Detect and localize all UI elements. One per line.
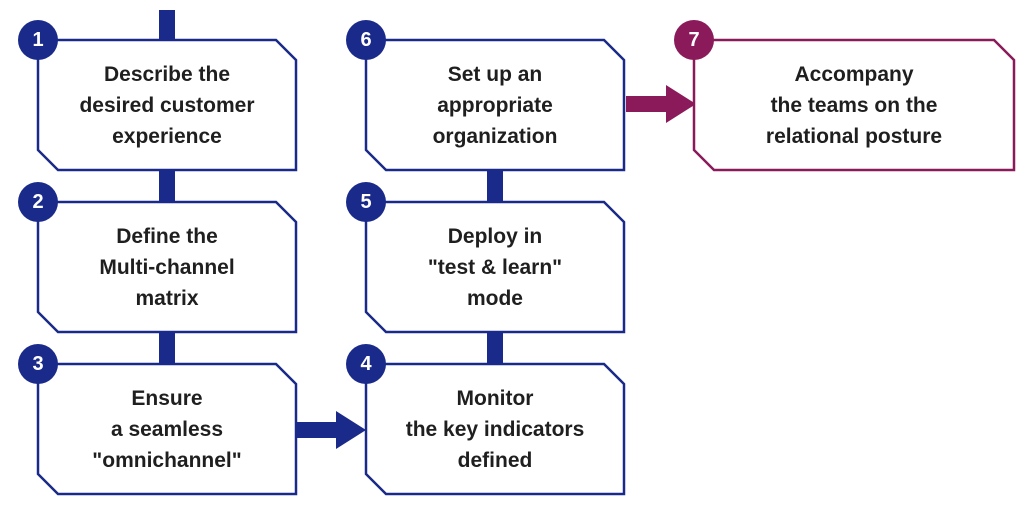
step-label-line: Deploy in bbox=[447, 224, 543, 248]
step-label-line: Accompany bbox=[794, 62, 914, 86]
step-label-7: Accompany the teams on the relational post… bbox=[694, 40, 1014, 170]
arrow-3-to-4 bbox=[296, 411, 366, 449]
step-label-line: "omnichannel" bbox=[92, 448, 242, 472]
step-box-1 bbox=[36, 38, 298, 172]
step-label-line: Ensure bbox=[131, 386, 203, 410]
step-label-line: Set up an bbox=[447, 62, 543, 86]
step-label-line: Describe the bbox=[103, 62, 231, 86]
step-label-line: a seamless bbox=[110, 417, 224, 441]
step-badge-7 bbox=[674, 20, 714, 60]
step-label-line: Define the bbox=[116, 224, 218, 248]
step-badge-1 bbox=[18, 20, 58, 60]
step-box-4 bbox=[364, 362, 626, 496]
connector-1-2 bbox=[159, 170, 175, 202]
step-badge-4 bbox=[346, 344, 386, 384]
step-label-line: mode bbox=[466, 286, 523, 310]
step-label-line: the key indicators bbox=[405, 417, 585, 441]
connector-top bbox=[159, 10, 175, 40]
step-label-line: desired customer bbox=[79, 93, 255, 117]
arrow-6-to-7 bbox=[626, 85, 696, 123]
connector-6-5 bbox=[487, 170, 503, 202]
step-label-1: Describe the desired customer experience bbox=[38, 40, 296, 170]
connector-2-3 bbox=[159, 332, 175, 364]
step-label-4: Monitor the key indicators defined bbox=[366, 364, 624, 494]
step-number-7: 7 bbox=[688, 28, 700, 51]
step-label-line: defined bbox=[457, 448, 533, 472]
step-label-6: Set up an appropriate organization bbox=[366, 40, 624, 170]
step-label-line: "test & learn" bbox=[427, 255, 563, 279]
step-badge-3 bbox=[18, 344, 58, 384]
step-badge-6 bbox=[346, 20, 386, 60]
step-badge-5 bbox=[346, 182, 386, 222]
step-label-line: matrix bbox=[135, 286, 199, 310]
step-label-line: experience bbox=[112, 124, 222, 148]
step-box-7 bbox=[692, 38, 1016, 172]
step-badge-2 bbox=[18, 182, 58, 222]
step-label-line: appropriate bbox=[437, 93, 553, 117]
step-label-3: Ensure a seamless "omnichannel" bbox=[38, 364, 296, 494]
step-box-6 bbox=[364, 38, 626, 172]
step-number-2: 2 bbox=[32, 190, 44, 213]
step-number-3: 3 bbox=[32, 352, 44, 375]
step-box-5 bbox=[364, 200, 626, 334]
step-number-5: 5 bbox=[360, 190, 372, 213]
connector-5-4 bbox=[487, 332, 503, 364]
step-label-line: Multi-channel bbox=[99, 255, 235, 279]
step-number-6: 6 bbox=[360, 28, 372, 51]
step-label-line: Monitor bbox=[456, 386, 534, 410]
step-box-3 bbox=[36, 362, 298, 496]
step-label-line: organization bbox=[432, 124, 558, 148]
step-number-1: 1 bbox=[32, 28, 44, 51]
step-label-5: Deploy in "test & learn" mode bbox=[366, 202, 624, 332]
step-label-line: relational posture bbox=[765, 124, 943, 148]
step-number-4: 4 bbox=[360, 352, 372, 375]
step-label-line: the teams on the bbox=[770, 93, 938, 117]
step-box-2 bbox=[36, 200, 298, 334]
